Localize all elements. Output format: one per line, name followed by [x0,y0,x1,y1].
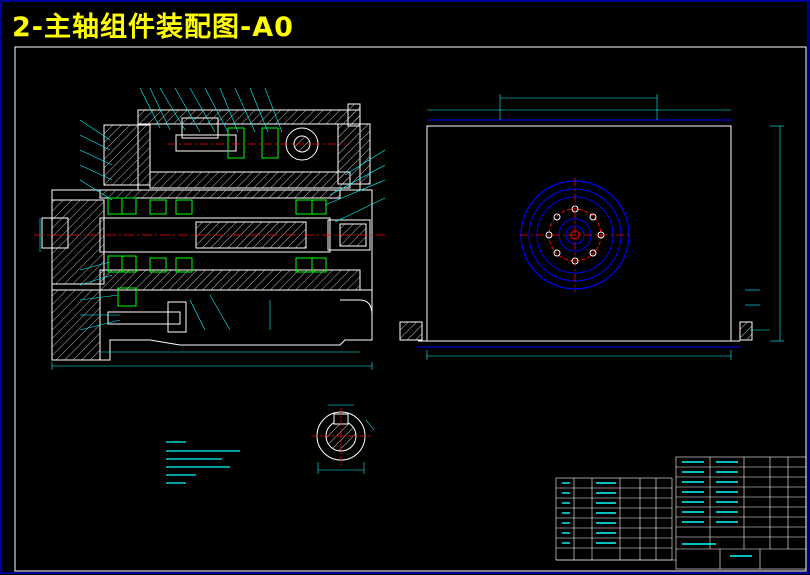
sheet-inner-border [14,46,807,572]
upper-bearing-left [227,127,245,159]
side-view-dimensions [426,94,784,360]
left-bearing-pair [107,197,137,273]
side-foot-left [399,321,423,341]
left-bearing-housing [51,199,105,285]
parts-list-table [555,477,673,561]
worm-shaft [175,134,237,152]
base-bolt [107,311,181,325]
upper-bearing-right [261,127,279,159]
detail-dimensions [317,404,375,474]
table-text-marks [562,461,752,557]
base-washer [117,287,137,307]
main-body-hatch-upper [99,189,341,199]
worm-shaft-key [181,117,219,139]
upper-housing-hatch-bottom [149,171,351,189]
middle-bearing-pair [149,199,193,273]
right-bearing-pair [295,199,327,273]
section-view-dimensions [39,218,373,370]
shaft-end-left [41,217,69,249]
base-hatch [51,289,101,361]
main-body-hatch-lower [99,269,361,291]
base-slot [340,299,373,340]
title-block [556,456,807,570]
side-view-housing [399,94,784,360]
left-housing-wall [103,124,151,186]
base-bolt-head [167,301,187,333]
drawing-title: 2-主轴组件装配图-A0 [12,12,294,43]
technical-notes [166,441,240,484]
callout-leaders [79,87,386,331]
upper-housing-hatch-top [137,109,361,125]
section-view-spindle-assembly [34,87,386,370]
right-flange [347,103,361,127]
detail-section-view [312,404,375,474]
flange-bolt-holes [545,205,605,265]
side-foot-right [739,321,753,341]
right-housing-wall [337,123,371,185]
